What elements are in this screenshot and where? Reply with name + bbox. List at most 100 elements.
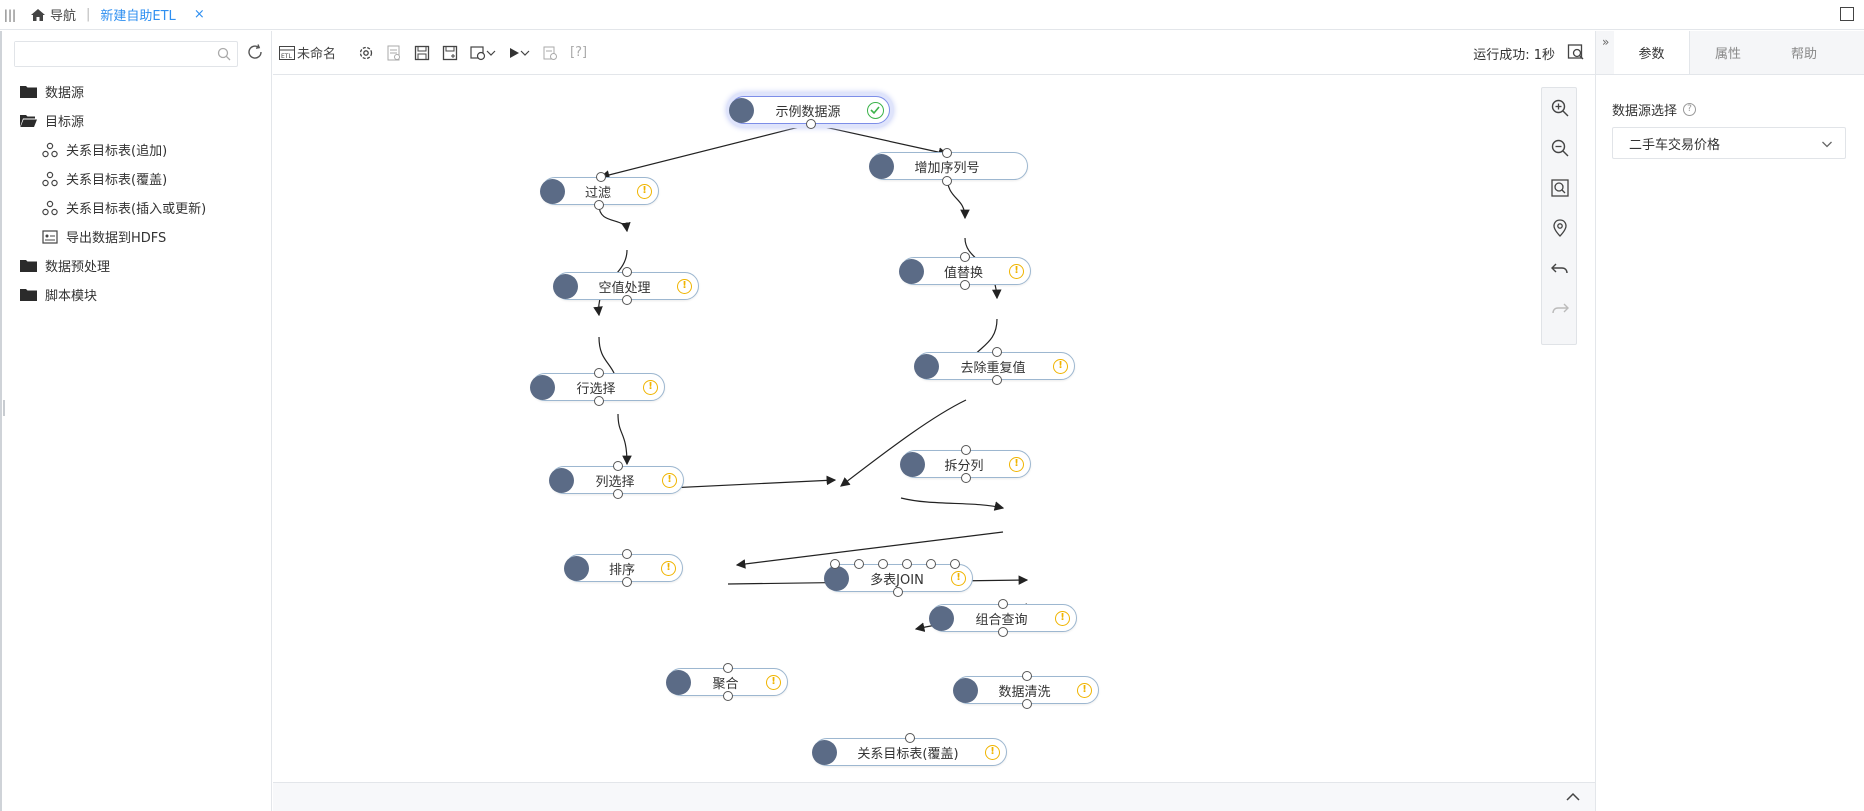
column-select-icon <box>549 468 574 493</box>
input-port[interactable] <box>905 733 915 743</box>
redo-icon[interactable] <box>1550 298 1570 318</box>
datasource-select-label: 数据源选择 ? <box>1612 100 1697 119</box>
zoom-out-icon[interactable] <box>1550 138 1570 158</box>
tree-folder-script[interactable]: 脚本模块 <box>20 280 270 309</box>
input-port[interactable] <box>992 347 1002 357</box>
folder-icon <box>20 86 37 98</box>
properties-panel: » 参数 属性 帮助 数据源选择 ? 二手车交易价格 <box>1595 31 1864 811</box>
data-clean-icon <box>953 678 978 703</box>
select-value: 二手车交易价格 <box>1629 137 1721 153</box>
aggregate-icon <box>666 670 691 695</box>
input-port[interactable] <box>594 368 604 378</box>
edge <box>900 497 1005 511</box>
close-tab-icon[interactable]: × <box>193 7 205 22</box>
input-port[interactable] <box>613 461 623 471</box>
input-port[interactable] <box>961 445 971 455</box>
tab-separator: | <box>86 7 91 22</box>
tree-label: 关系目标表(追加) <box>66 144 168 159</box>
menu-grip-icon[interactable]: ||| <box>3 7 17 22</box>
chevron-down-icon <box>486 50 496 56</box>
chevron-up-icon[interactable] <box>1565 791 1581 803</box>
output-port[interactable] <box>594 396 604 406</box>
input-port[interactable] <box>960 252 970 262</box>
edge <box>840 399 967 487</box>
output-port[interactable] <box>594 200 604 210</box>
output-port[interactable] <box>723 691 733 701</box>
input-port[interactable] <box>926 559 936 569</box>
search-icon[interactable] <box>217 47 231 61</box>
input-port[interactable] <box>878 559 888 569</box>
input-port[interactable] <box>622 267 632 277</box>
run-log-button[interactable] <box>536 31 564 75</box>
bottom-log-bar <box>273 782 1595 811</box>
refresh-icon[interactable] <box>246 43 264 61</box>
warning-icon: ! <box>1077 683 1092 698</box>
output-port[interactable] <box>998 627 1008 637</box>
input-port[interactable] <box>1022 671 1032 681</box>
input-port[interactable] <box>998 599 1008 609</box>
input-port[interactable] <box>622 549 632 559</box>
tree-item-append[interactable]: 关系目标表(追加) <box>20 135 270 164</box>
search-input[interactable] <box>15 42 205 66</box>
input-port[interactable] <box>942 148 952 158</box>
input-port[interactable] <box>854 559 864 569</box>
output-port[interactable] <box>992 375 1002 385</box>
input-port[interactable] <box>596 172 606 182</box>
tree-item-hdfs[interactable]: 导出数据到HDFS <box>20 222 270 251</box>
home-nav[interactable]: 导航 <box>30 5 76 24</box>
output-port[interactable] <box>1022 699 1032 709</box>
flow-node-multi-join[interactable]: 多表JOIN ! <box>824 564 973 592</box>
tree-item-upsert[interactable]: 关系目标表(插入或更新) <box>20 193 270 222</box>
help-icon[interactable]: ? <box>1683 103 1697 116</box>
input-port[interactable] <box>950 559 960 569</box>
schedule-button[interactable] <box>464 31 502 75</box>
input-port[interactable] <box>902 559 912 569</box>
output-port[interactable] <box>806 119 816 129</box>
etl-name-box[interactable]: ETL 未命名 <box>273 31 352 75</box>
tree-label: 关系目标表(插入或更新) <box>66 202 207 217</box>
edge <box>810 123 949 157</box>
save-button[interactable] <box>408 31 436 75</box>
output-port[interactable] <box>942 176 952 186</box>
datasource-select[interactable]: 二手车交易价格 <box>1612 127 1846 159</box>
output-port[interactable] <box>893 587 903 597</box>
output-port[interactable] <box>622 577 632 587</box>
output-port[interactable] <box>622 295 632 305</box>
zoom-in-icon[interactable] <box>1550 98 1570 118</box>
tab-new-etl[interactable]: 新建自助ETL <box>100 9 176 24</box>
node-label: 过滤 <box>584 185 611 201</box>
schedule-gear-icon <box>470 45 486 60</box>
run-button[interactable] <box>502 31 536 75</box>
tab-help[interactable]: 帮助 <box>1790 47 1817 62</box>
help-button[interactable]: [?] <box>570 45 588 60</box>
tree-folder-target[interactable]: 目标源 <box>20 106 270 135</box>
filter-icon <box>540 179 565 204</box>
tree-item-overwrite[interactable]: 关系目标表(覆盖) <box>20 164 270 193</box>
flow-canvas[interactable]: 示例数据源 过滤 ! 增加序列号 空值处理 ! 值替换 ! 行选择 ! 去除重复… <box>273 76 1595 782</box>
output-port[interactable] <box>613 489 623 499</box>
settings-button[interactable] <box>352 31 380 75</box>
preview-button[interactable] <box>380 31 408 75</box>
relation-table-icon <box>42 200 58 215</box>
input-port[interactable] <box>830 559 840 569</box>
output-port[interactable] <box>961 473 971 483</box>
tree-folder-datasource[interactable]: 数据源 <box>20 77 270 106</box>
run-details-icon[interactable] <box>1567 43 1585 61</box>
folder-icon <box>20 260 37 272</box>
output-port[interactable] <box>960 280 970 290</box>
fit-view-icon[interactable] <box>1550 178 1570 198</box>
locate-icon[interactable] <box>1550 218 1570 238</box>
folder-open-icon <box>20 115 37 127</box>
tab-properties[interactable]: 属性 <box>1714 47 1741 62</box>
undo-icon[interactable] <box>1550 258 1570 278</box>
tree-label: 数据源 <box>45 86 85 101</box>
tree-folder-preprocess[interactable]: 数据预处理 <box>20 251 270 280</box>
collapse-panel-icon[interactable]: » <box>1602 35 1610 49</box>
warning-icon: ! <box>766 675 781 690</box>
save-as-button[interactable] <box>436 31 464 75</box>
preview-doc-icon <box>387 45 401 60</box>
tab-params[interactable]: 参数 <box>1614 31 1690 74</box>
input-port[interactable] <box>723 663 733 673</box>
sidebar-resize-handle[interactable] <box>3 400 5 416</box>
maximize-icon[interactable] <box>1840 7 1854 21</box>
